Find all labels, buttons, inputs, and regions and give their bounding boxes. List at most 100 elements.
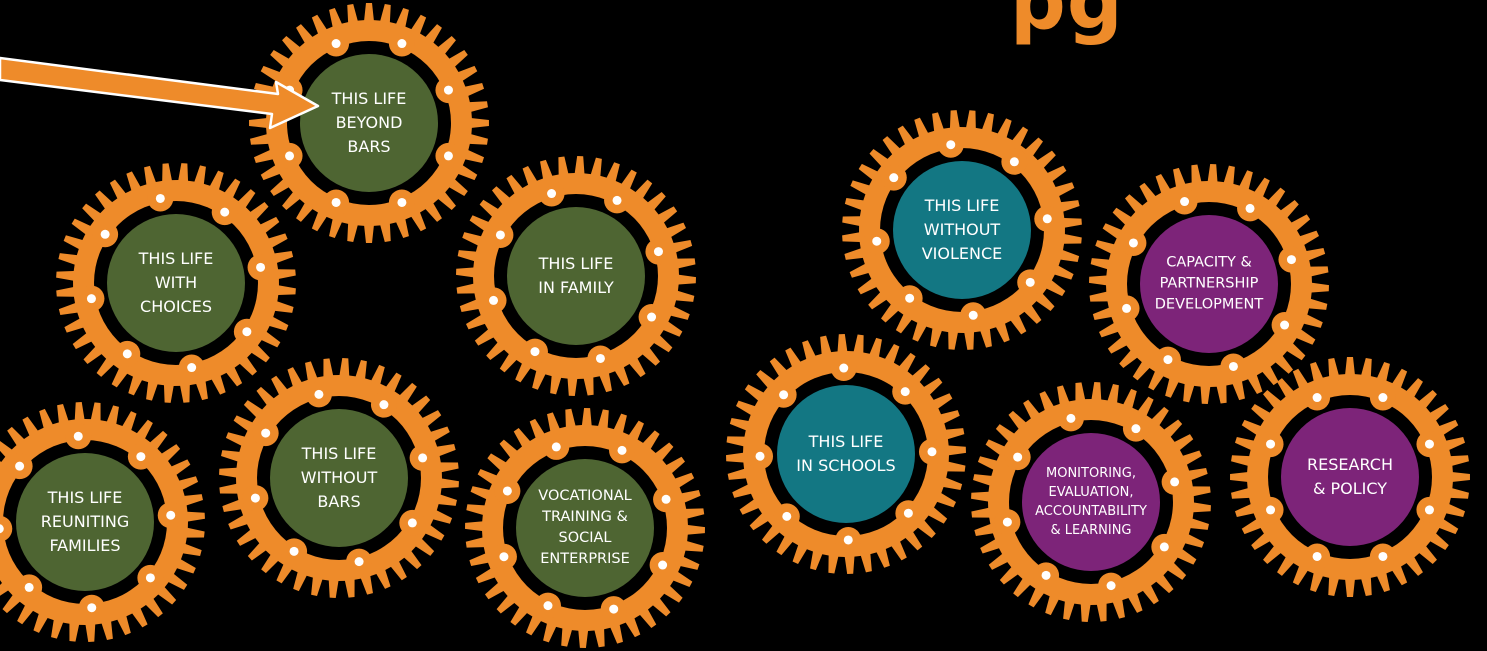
gear-hole	[1128, 238, 1138, 248]
gear-hole	[905, 293, 915, 303]
gear-hole	[1025, 277, 1035, 287]
gear-hole	[782, 511, 792, 521]
gear-hole	[1280, 320, 1290, 330]
gear-center-purple	[1140, 215, 1278, 353]
gear-this-life-without-violence	[842, 110, 1082, 350]
gear-hole	[617, 445, 627, 455]
gear-hole	[551, 442, 561, 452]
gear-hole	[331, 39, 341, 49]
gear-hole	[86, 294, 96, 304]
gear-hole	[595, 353, 605, 363]
gear-hole	[968, 310, 978, 320]
gear-hole	[100, 229, 110, 239]
gear-hole	[285, 151, 295, 161]
gear-hole	[872, 236, 882, 246]
gear-research-policy	[1230, 357, 1470, 597]
gear-center-purple	[1281, 408, 1419, 546]
gear-hole	[1066, 413, 1076, 423]
gear-hole	[609, 604, 619, 614]
gear-hole	[122, 349, 132, 359]
gear-monitoring-evaluation-accountability-learning	[971, 382, 1211, 622]
gear-center-green	[270, 409, 408, 547]
heading-fragment: pg	[1010, 0, 1124, 47]
gear-hole	[1312, 551, 1322, 561]
gear-hole	[261, 428, 271, 438]
gear-hole	[0, 524, 4, 534]
gear-hole	[653, 247, 663, 257]
gear-hole	[1013, 452, 1023, 462]
gear-hole	[903, 508, 913, 518]
gear-hole	[443, 85, 453, 95]
gear-hole	[418, 453, 428, 463]
gear-hole	[87, 603, 97, 613]
gear-this-life-reuniting-families	[0, 402, 205, 642]
gear-this-life-without-bars	[219, 358, 459, 598]
gear-hole	[155, 193, 165, 203]
gear-hole	[1378, 551, 1388, 561]
gear-this-life-beyond-bars	[249, 3, 489, 243]
gear-hole	[220, 207, 230, 217]
gear-hole	[166, 510, 176, 520]
gear-hole	[443, 151, 453, 161]
gear-bump	[0, 515, 13, 542]
gear-center-teal	[893, 161, 1031, 299]
gear-hole	[1170, 477, 1180, 487]
gear-hole	[354, 557, 364, 567]
gear-hole	[1378, 393, 1388, 403]
gear-hole	[256, 262, 266, 272]
gear-hole	[927, 447, 937, 457]
gear-this-life-in-schools	[726, 334, 966, 574]
gear-hole	[136, 452, 146, 462]
gear-hole	[1286, 255, 1296, 265]
gear-hole	[839, 363, 849, 373]
gear-hole	[530, 347, 540, 357]
gear-hole	[1106, 581, 1116, 591]
gear-hole	[755, 451, 765, 461]
gear-hole	[397, 39, 407, 49]
gear-center-green	[516, 459, 654, 597]
gear-hole	[314, 389, 324, 399]
gear-this-life-with-choices	[56, 163, 296, 403]
gear-hole	[661, 494, 671, 504]
gear-hole	[1266, 505, 1276, 515]
gear-hole	[331, 197, 341, 207]
gear-hole	[407, 518, 417, 528]
gear-center-purple	[1022, 433, 1160, 571]
gear-hole	[502, 486, 512, 496]
gear-hole	[499, 552, 509, 562]
gear-hole	[1122, 303, 1132, 313]
gear-center-green	[16, 453, 154, 591]
gear-hole	[647, 312, 657, 322]
gear-hole	[495, 230, 505, 240]
gear-center-green	[107, 214, 245, 352]
gear-hole	[543, 601, 553, 611]
gear-hole	[1424, 505, 1434, 515]
gear-hole	[1159, 542, 1169, 552]
gear-hole	[843, 535, 853, 545]
gear-hole	[24, 582, 34, 592]
gear-hole	[1266, 439, 1276, 449]
gear-hole	[1163, 355, 1173, 365]
gear-hole	[73, 431, 83, 441]
gear-hole	[1009, 157, 1019, 167]
gear-hole	[889, 173, 899, 183]
gear-center-teal	[777, 385, 915, 523]
gear-hole	[242, 327, 252, 337]
gear-hole	[397, 197, 407, 207]
gear-center-green	[507, 207, 645, 345]
gear-hole	[15, 461, 25, 471]
gear-hole	[145, 573, 155, 583]
arrow-right-icon	[0, 56, 320, 130]
gear-hole	[1131, 424, 1141, 434]
gear-hole	[379, 400, 389, 410]
gear-hole	[1042, 214, 1052, 224]
gear-hole	[187, 363, 197, 373]
gear-hole	[1002, 517, 1012, 527]
gear-hole	[612, 195, 622, 205]
gear-vocational-training-social-enterprise	[465, 408, 705, 648]
gear-hole	[547, 189, 557, 199]
gear-hole	[1180, 197, 1190, 207]
gear-hole	[250, 493, 260, 503]
